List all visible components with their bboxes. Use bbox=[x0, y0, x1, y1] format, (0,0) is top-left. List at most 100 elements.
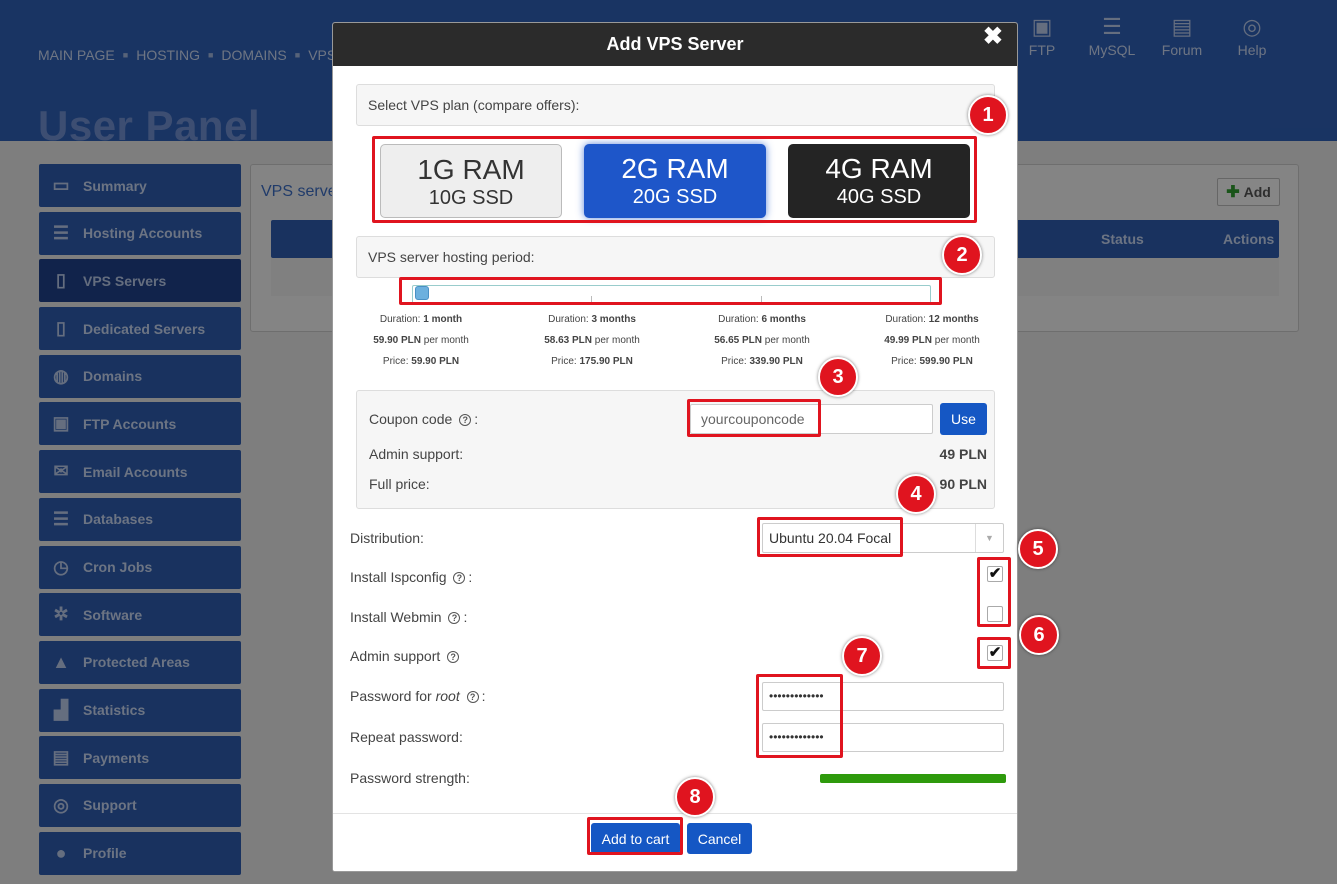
modal-title: Add VPS Server bbox=[333, 23, 1017, 66]
admin-support-checkbox[interactable]: ✔ bbox=[987, 644, 1003, 661]
plan-section-label: Select VPS plan (compare offers): bbox=[356, 84, 995, 126]
breadcrumb-domains[interactable]: DOMAINS bbox=[221, 47, 287, 63]
step-marker-8: 8 bbox=[675, 777, 715, 817]
webmin-checkbox[interactable] bbox=[987, 606, 1003, 622]
sidebar-item-domains[interactable]: ◍Domains bbox=[39, 354, 241, 398]
plus-icon: ✚ bbox=[1226, 184, 1240, 201]
step-marker-4: 4 bbox=[896, 474, 936, 514]
coupon-label: Coupon code ?: bbox=[369, 411, 479, 427]
step-marker-1: 1 bbox=[968, 95, 1008, 135]
full-price: 90 PLN bbox=[939, 476, 987, 492]
sidebar-item-vps-servers[interactable]: ▯VPS Servers bbox=[39, 259, 241, 303]
database-icon: ☰ bbox=[52, 508, 70, 529]
help-icon[interactable]: ? bbox=[447, 651, 460, 663]
ispconfig-label: Install Ispconfig ?: bbox=[350, 569, 473, 585]
sidebar-item-software[interactable]: ✲Software bbox=[39, 593, 241, 637]
sidebar-item-cron-jobs[interactable]: ◷Cron Jobs bbox=[39, 545, 241, 589]
gear-icon: ✲ bbox=[53, 604, 69, 625]
highlight-period-slider bbox=[399, 277, 942, 305]
top-nav: ▣FTP ☰MySQL ▤Forum ◎Help bbox=[1007, 12, 1287, 58]
highlight-distribution bbox=[757, 517, 903, 557]
root-password-label: Password for root ?: bbox=[350, 688, 486, 704]
slider-handle[interactable] bbox=[415, 286, 429, 300]
highlight-plan-selection bbox=[372, 136, 977, 223]
duration-option-1[interactable]: Duration: 1 month 59.90 PLN per month Pr… bbox=[373, 314, 469, 367]
add-vps-button[interactable]: ✚Add bbox=[1217, 178, 1280, 206]
distribution-value: Ubuntu 20.04 Focal bbox=[769, 530, 892, 546]
topnav-forum[interactable]: ▤Forum bbox=[1147, 12, 1217, 58]
server-icon: ▯ bbox=[56, 270, 66, 291]
use-coupon-button[interactable]: Use bbox=[940, 403, 987, 435]
highlight-addon-checkboxes bbox=[977, 557, 1011, 627]
duration-option-3[interactable]: Duration: 3 months 58.63 PLN per month P… bbox=[544, 314, 640, 367]
sidebar-item-hosting-accounts[interactable]: ☰Hosting Accounts bbox=[39, 211, 241, 255]
full-price-label: Full price: bbox=[369, 476, 430, 492]
sidebar-item-ftp-accounts[interactable]: ▣FTP Accounts bbox=[39, 402, 241, 446]
plan-ram: 2G RAM bbox=[621, 153, 729, 184]
column-actions: Actions bbox=[1223, 231, 1275, 247]
distribution-select[interactable]: Ubuntu 20.04 Focal ▼ bbox=[762, 523, 1004, 553]
monitor-icon: ▭ bbox=[52, 175, 70, 195]
step-marker-2: 2 bbox=[942, 235, 982, 275]
panel-title: VPS serve bbox=[261, 183, 337, 200]
breadcrumb-separator: ■ bbox=[294, 50, 301, 60]
sidebar-item-summary[interactable]: ▭Summary bbox=[39, 164, 241, 207]
sidebar: ▭Summary ☰Hosting Accounts ▯VPS Servers … bbox=[39, 164, 241, 879]
highlight-passwords bbox=[756, 674, 843, 758]
lock-icon: ▲ bbox=[52, 651, 70, 672]
chat-icon: ▤ bbox=[1171, 14, 1193, 39]
database-icon: ☰ bbox=[1102, 14, 1122, 39]
sidebar-item-support[interactable]: ◎Support bbox=[39, 783, 241, 827]
coupon-input[interactable] bbox=[690, 404, 933, 434]
wallet-icon: ▤ bbox=[52, 747, 70, 768]
plan-option-1g[interactable]: 1G RAM 10G SSD bbox=[380, 144, 562, 218]
folder-network-icon: ▣ bbox=[52, 413, 70, 434]
highlight-add-to-cart bbox=[587, 817, 683, 855]
sidebar-item-email-accounts[interactable]: ✉Email Accounts bbox=[39, 450, 241, 494]
help-icon[interactable]: ? bbox=[466, 691, 479, 703]
topnav-ftp[interactable]: ▣FTP bbox=[1007, 12, 1077, 58]
sidebar-item-profile[interactable]: ●Profile bbox=[39, 831, 241, 875]
help-icon[interactable]: ? bbox=[448, 612, 461, 624]
topnav-help[interactable]: ◎Help bbox=[1217, 12, 1287, 58]
breadcrumb-main-page[interactable]: MAIN PAGE bbox=[38, 47, 115, 63]
plan-option-2g[interactable]: 2G RAM 20G SSD bbox=[584, 144, 766, 218]
sidebar-item-protected-areas[interactable]: ▲Protected Areas bbox=[39, 640, 241, 684]
column-status: Status bbox=[1101, 231, 1144, 247]
step-marker-6: 6 bbox=[1019, 615, 1059, 655]
chart-icon: ▟ bbox=[54, 699, 68, 720]
help-icon[interactable]: ? bbox=[453, 572, 466, 584]
breadcrumb-separator: ■ bbox=[207, 50, 214, 60]
step-marker-7: 7 bbox=[842, 636, 882, 676]
duration-option-6[interactable]: Duration: 6 months 56.65 PLN per month P… bbox=[714, 314, 810, 367]
help-icon[interactable]: ? bbox=[459, 414, 472, 426]
plan-ssd: 20G SSD bbox=[632, 186, 718, 208]
cancel-button[interactable]: Cancel bbox=[687, 823, 752, 854]
sidebar-item-databases[interactable]: ☰Databases bbox=[39, 497, 241, 541]
root-password-input[interactable]: ••••••••••••• bbox=[762, 682, 1004, 711]
chevron-down-icon: ▼ bbox=[975, 524, 1003, 552]
plan-ssd: 10G SSD bbox=[428, 187, 514, 209]
server-stack-icon: ☰ bbox=[52, 222, 70, 243]
breadcrumb-separator: ■ bbox=[122, 50, 129, 60]
breadcrumb-hosting[interactable]: HOSTING bbox=[136, 47, 200, 63]
admin-support-price: 49 PLN bbox=[939, 446, 987, 462]
repeat-password-input[interactable]: ••••••••••••• bbox=[762, 723, 1004, 752]
highlight-coupon bbox=[687, 399, 821, 437]
distribution-label: Distribution: bbox=[350, 530, 424, 546]
slider-tick bbox=[761, 296, 762, 304]
sidebar-item-payments[interactable]: ▤Payments bbox=[39, 736, 241, 780]
pricing-box: Coupon code ?: Use Admin support: 49 PLN… bbox=[356, 390, 995, 509]
duration-option-12[interactable]: Duration: 12 months 49.99 PLN per month … bbox=[884, 314, 980, 367]
topnav-mysql[interactable]: ☰MySQL bbox=[1077, 12, 1147, 58]
close-icon[interactable]: ✖ bbox=[982, 23, 1003, 50]
sidebar-item-statistics[interactable]: ▟Statistics bbox=[39, 688, 241, 732]
ispconfig-checkbox[interactable]: ✔ bbox=[987, 565, 1003, 582]
plan-ssd: 40G SSD bbox=[836, 186, 922, 208]
plan-option-4g[interactable]: 4G RAM 40G SSD bbox=[788, 144, 970, 218]
add-to-cart-button[interactable]: Add to cart bbox=[591, 823, 680, 854]
sidebar-item-dedicated-servers[interactable]: ▯Dedicated Servers bbox=[39, 307, 241, 351]
admin-support-label: Admin support ? bbox=[350, 648, 462, 664]
page-title: User Panel bbox=[38, 102, 261, 149]
add-vps-modal: Add VPS Server ✖ Select VPS plan (compar… bbox=[332, 22, 1018, 872]
